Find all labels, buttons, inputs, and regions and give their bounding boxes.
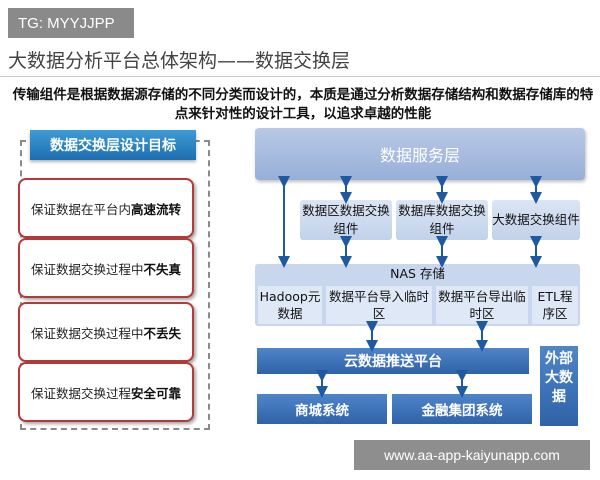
goal-item: 保证数据交换过程中不丢失 <box>18 302 194 362</box>
title-divider <box>0 76 600 77</box>
goal-prefix: 保证数据交换过程中 <box>30 261 144 277</box>
goal-item: 保证数据交换过程安全可靠 <box>18 362 194 422</box>
goal-emphasis: 安全可靠 <box>131 385 182 401</box>
external-data-box: 外部大数据 <box>540 346 578 426</box>
storage-cell: ETL程序区 <box>532 286 578 324</box>
tag-label: TG: MYYJJPP <box>8 8 134 38</box>
goals-header: 数据交换层设计目标 <box>30 130 196 160</box>
cloud-push-platform: 云数据推送平台 <box>257 348 529 374</box>
storage-cell: Hadoop元数据 <box>258 286 322 324</box>
goal-prefix: 保证数据交换过程 <box>30 385 131 401</box>
component-box: 数据区数据交换组件 <box>300 200 392 240</box>
app-system: 商城系统 <box>257 394 387 424</box>
component-box: 数据库数据交换组件 <box>396 200 488 240</box>
app-system: 金融集团系统 <box>392 394 532 424</box>
watermark-url: www.aa-app-kaiyunapp.com <box>354 440 590 470</box>
nas-label: NAS 存储 <box>390 266 445 281</box>
component-box: 大数据交换组件 <box>492 200 580 240</box>
goal-prefix: 保证数据在平台内 <box>30 201 131 217</box>
goal-prefix: 保证数据交换过程中 <box>30 325 144 341</box>
intro-text: 传输组件是根据数据源存储的不同分类而设计的，本质是通过分析数据存储结构和数据存储… <box>12 87 594 122</box>
goal-item: 保证数据在平台内高速流转 <box>18 178 194 238</box>
goal-item: 保证数据交换过程中不失真 <box>18 238 194 298</box>
goal-emphasis: 不丢失 <box>143 325 182 341</box>
goal-emphasis: 不失真 <box>143 261 182 277</box>
page-title: 大数据分析平台总体架构——数据交换层 <box>8 50 351 72</box>
storage-cell: 数据平台导入临时区 <box>326 286 432 324</box>
storage-cell: 数据平台导出临时区 <box>436 286 528 324</box>
data-service-layer: 数据服务层 <box>255 128 585 180</box>
goal-emphasis: 高速流转 <box>131 201 182 217</box>
